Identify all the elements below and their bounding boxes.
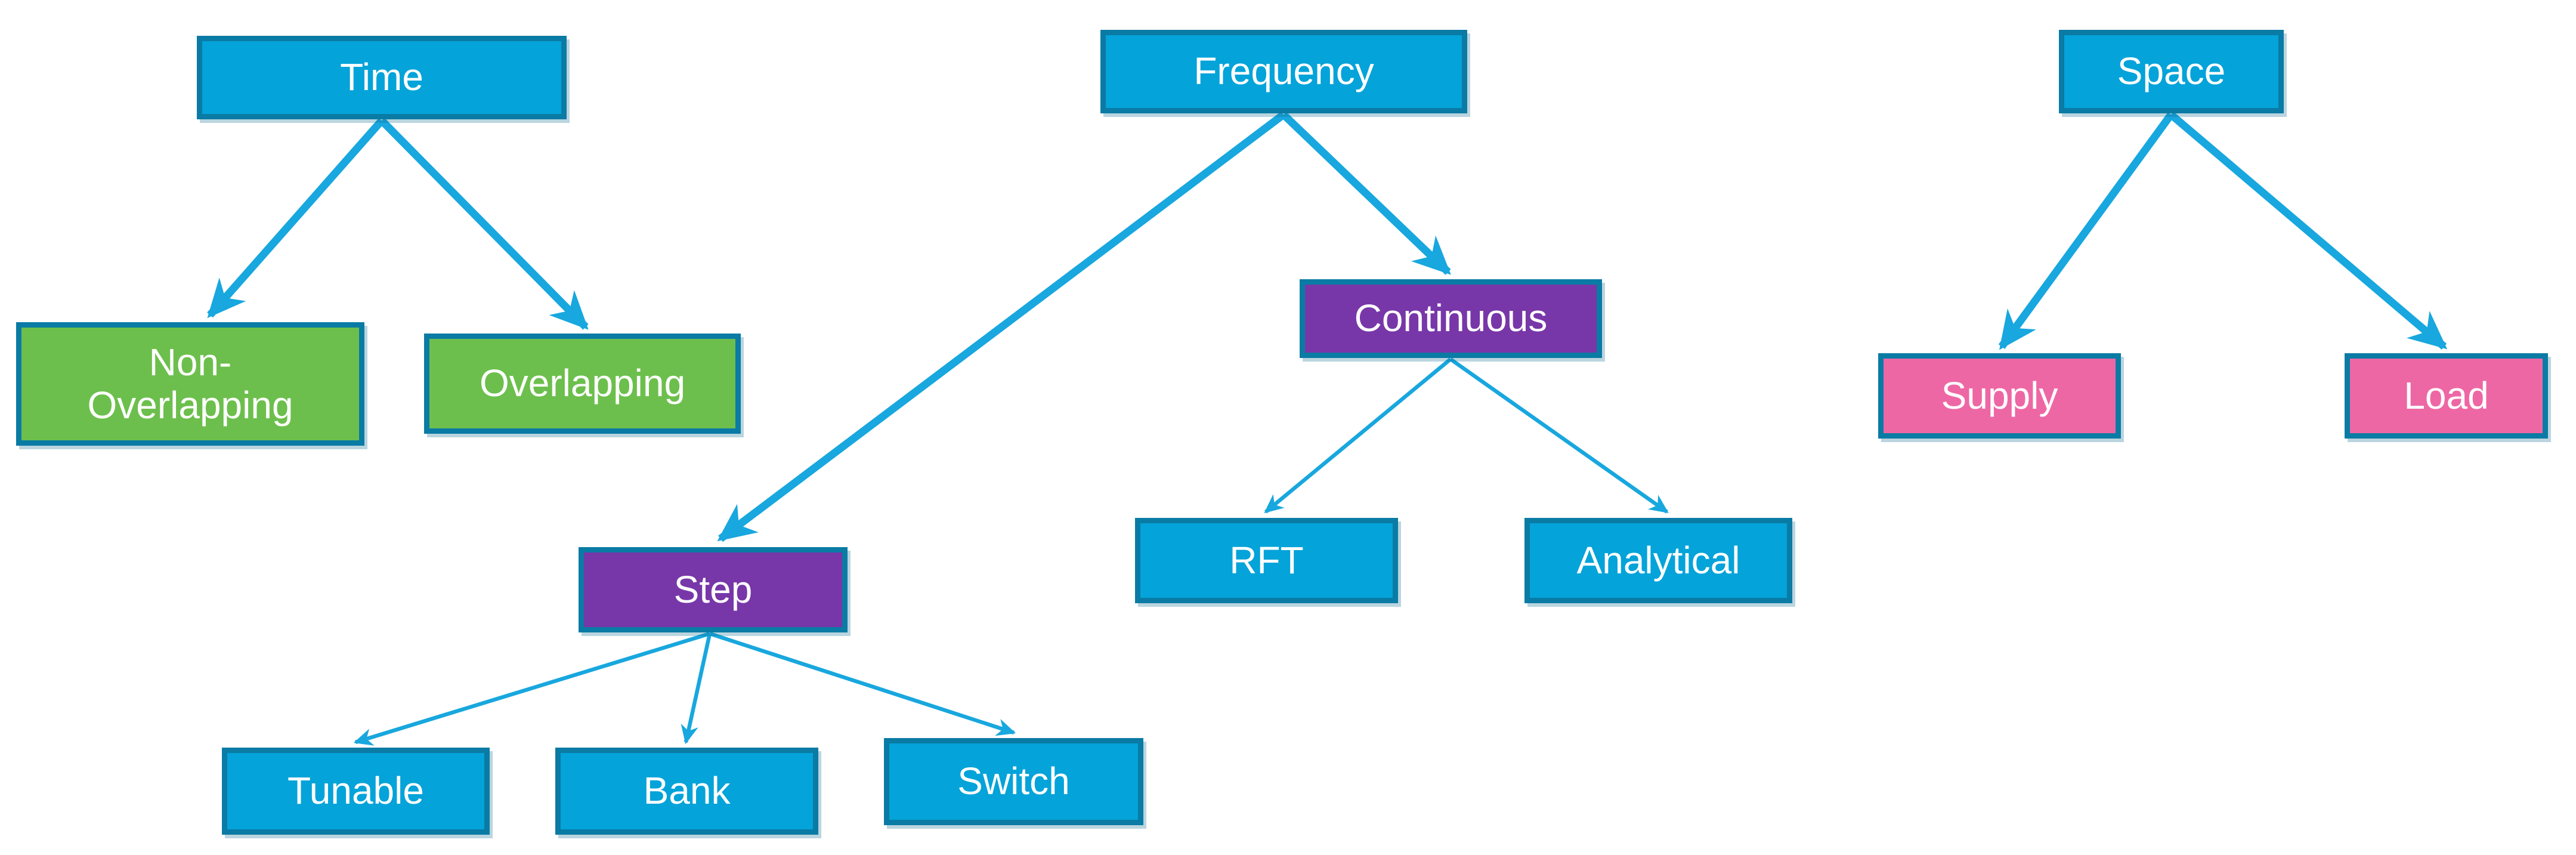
node-rft: RFT [1135, 518, 1398, 603]
arrow-time-to-overlapping [379, 118, 589, 330]
node-supply-label: Supply [1941, 374, 2058, 417]
node-space: Space [2059, 30, 2284, 113]
node-time-label: Time [340, 55, 423, 99]
node-tunable: Tunable [222, 748, 490, 835]
node-analytical-label: Analytical [1576, 538, 1740, 582]
arrow-frequency-to-continuous [1281, 112, 1451, 275]
node-tunable-label: Tunable [287, 769, 424, 813]
arrow-step-to-bank [681, 633, 712, 745]
arrow-time-to-non-overlapping [207, 118, 385, 319]
node-switch: Switch [884, 738, 1143, 825]
node-frequency: Frequency [1100, 30, 1467, 113]
node-load-label: Load [2404, 374, 2489, 417]
node-analytical: Analytical [1524, 518, 1792, 603]
node-step: Step [579, 547, 848, 632]
node-non-overlapping-label: Non- Overlapping [87, 340, 293, 427]
node-switch-label: Switch [957, 760, 1070, 803]
node-frequency-label: Frequency [1193, 50, 1374, 93]
arrow-step-to-switch [709, 631, 1016, 736]
node-continuous-label: Continuous [1354, 297, 1548, 340]
arrow-continuous-to-analytical [1449, 357, 1669, 514]
node-supply: Supply [1878, 353, 2121, 439]
arrow-step-to-tunable [353, 631, 710, 746]
node-overlapping-label: Overlapping [479, 362, 686, 405]
node-step-label: Step [673, 567, 753, 611]
node-bank: Bank [555, 748, 818, 835]
arrow-frequency-to-step [717, 111, 1286, 542]
node-time: Time [197, 36, 567, 119]
arrow-continuous-to-rft [1264, 357, 1452, 514]
arrow-space-to-load [2168, 112, 2448, 350]
node-space-label: Space [2117, 50, 2226, 93]
node-rft-label: RFT [1229, 538, 1304, 582]
node-load: Load [2345, 353, 2548, 439]
arrow-space-to-supply [1998, 112, 2175, 350]
node-non-overlapping: Non- Overlapping [16, 322, 364, 446]
node-continuous: Continuous [1300, 279, 1602, 358]
node-bank-label: Bank [643, 769, 731, 813]
node-overlapping: Overlapping [424, 334, 741, 434]
